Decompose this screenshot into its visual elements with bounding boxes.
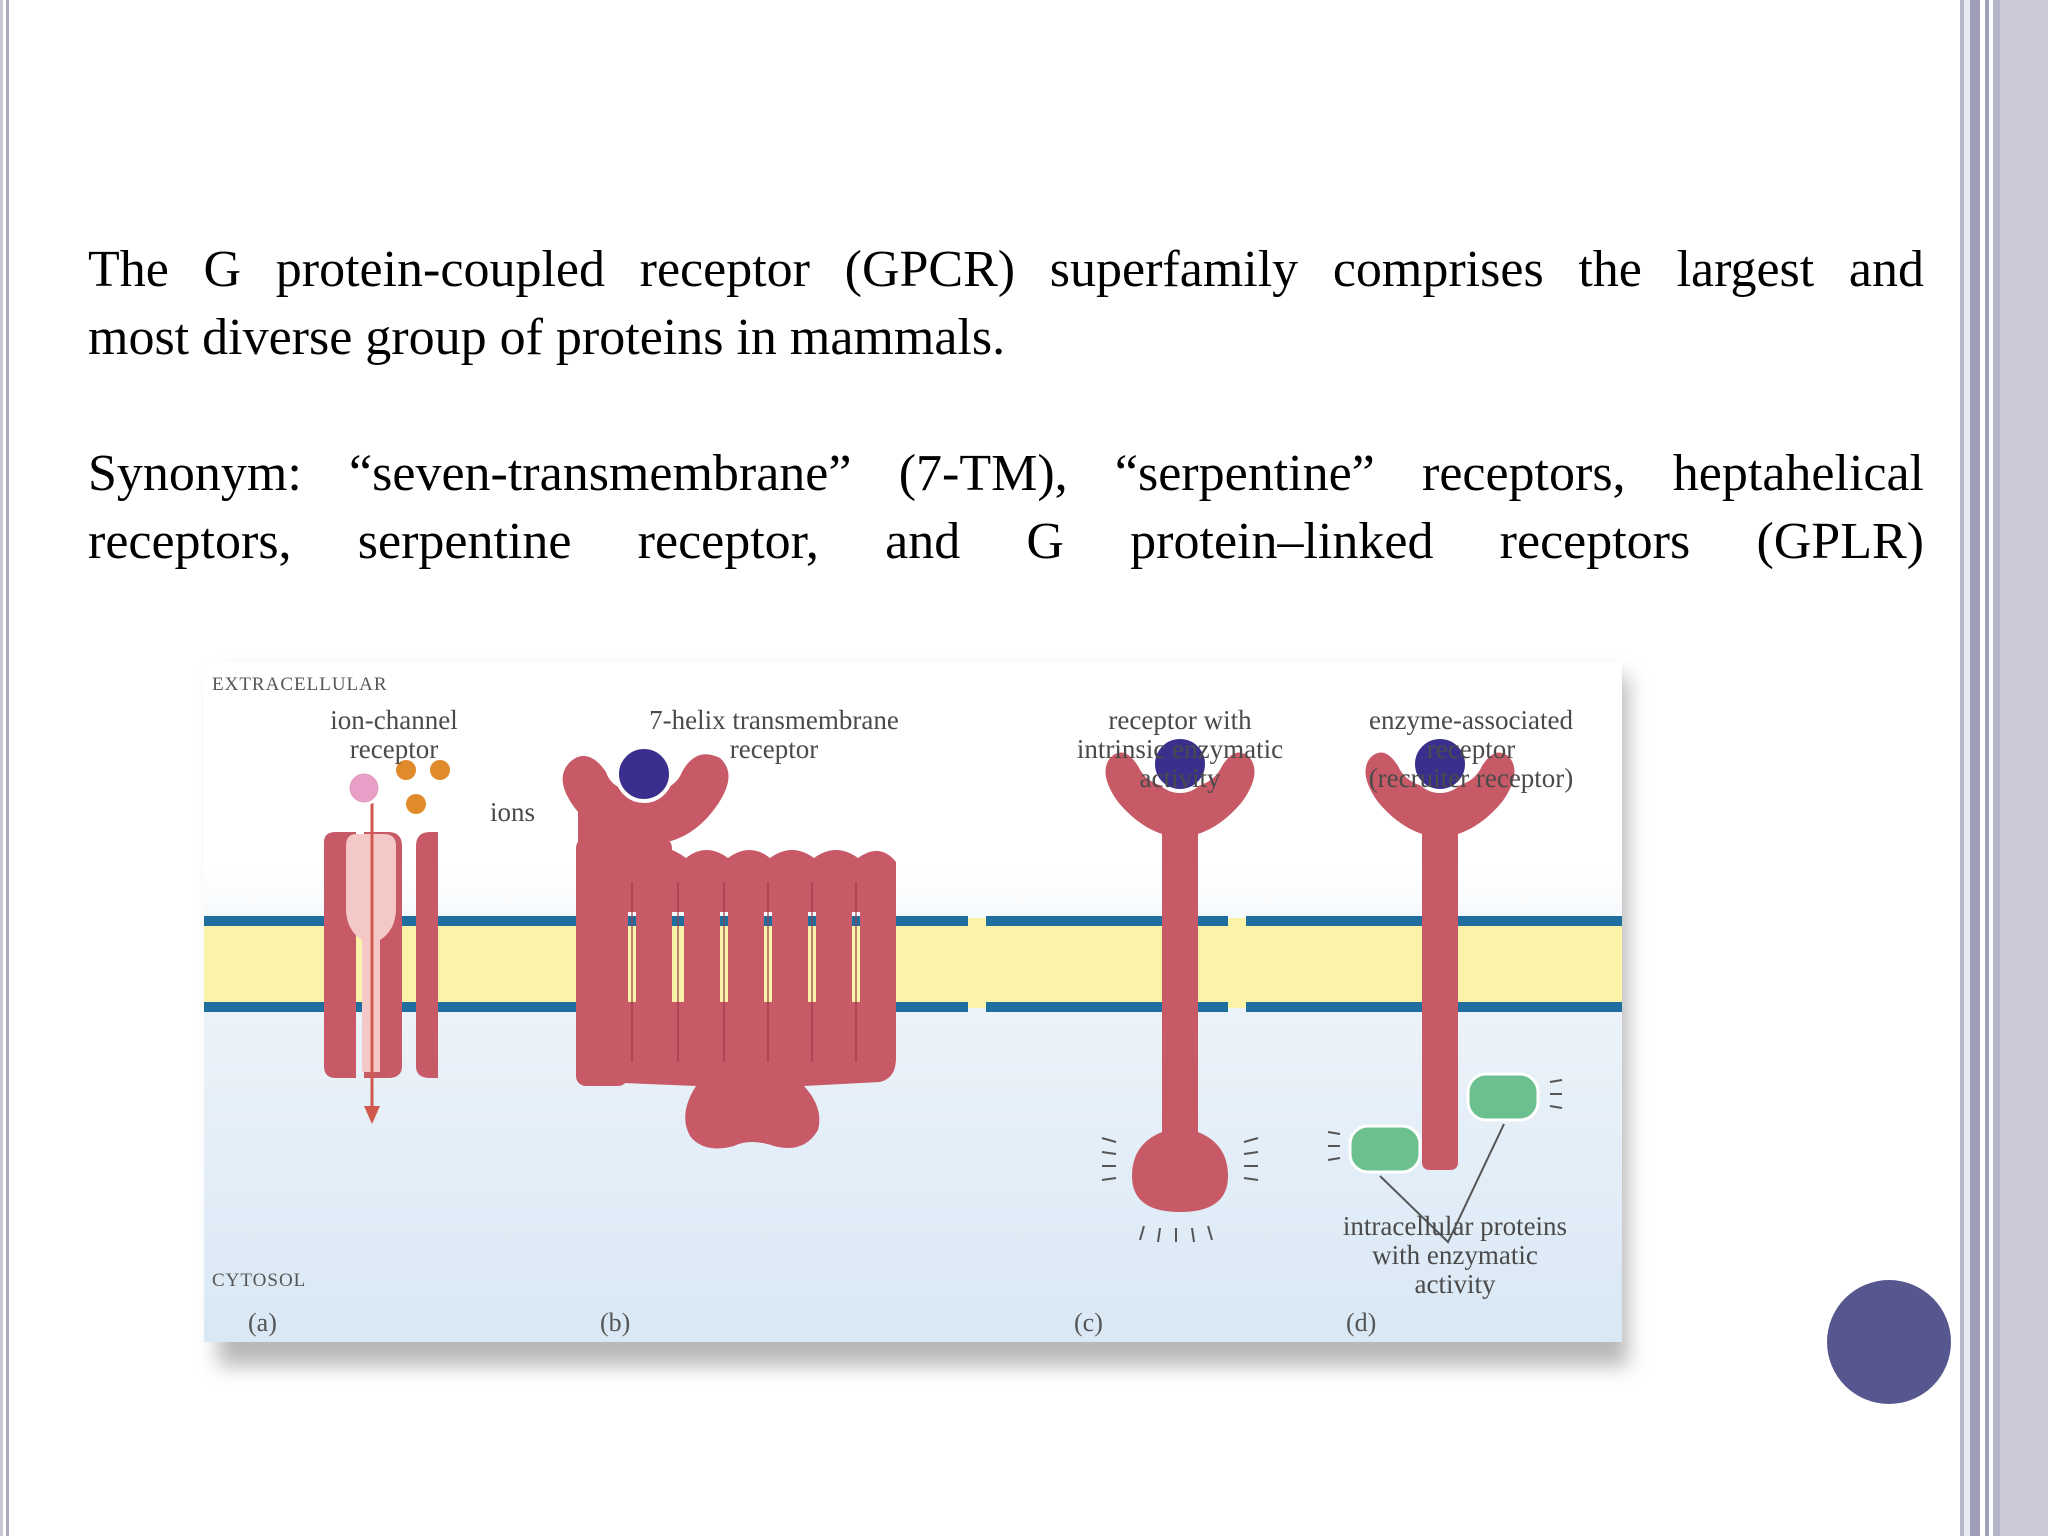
intracellular-proteins-label: intracellular proteins with enzymatic ac… xyxy=(1342,1211,1568,1299)
panel-b-letter: (b) xyxy=(600,1308,631,1337)
synonym-paragraph: Synonym: “seven-transmembrane” (7-TM), “… xyxy=(88,440,1924,576)
ion-channel-receptor xyxy=(324,760,450,1124)
ions-label: ions xyxy=(490,797,536,827)
membrane-inner-edge-c xyxy=(986,1002,1228,1012)
panel-c-title: receptor with intrinsic enzymatic activi… xyxy=(1076,705,1284,793)
intro-line-2: most diverse group of proteins in mammal… xyxy=(88,309,1006,366)
panel-b-title: 7-helix transmembrane receptor xyxy=(649,705,899,764)
membrane-outer-edge-c xyxy=(986,916,1228,926)
intro-line-1: The G protein-coupled receptor (GPCR) su… xyxy=(88,241,1924,298)
panel-a-title: ion-channel receptor xyxy=(330,705,458,764)
enzyme-protein xyxy=(1466,1072,1540,1122)
ion xyxy=(406,794,426,814)
panel-d-title: enzyme-associated receptor (recruiter re… xyxy=(1368,705,1574,793)
enzyme-protein xyxy=(1348,1124,1422,1174)
seven-helix-receptor xyxy=(562,745,896,1149)
left-border-decoration xyxy=(0,0,10,1536)
ligand xyxy=(1411,735,1469,793)
enzyme-associated-receptor xyxy=(1327,735,1563,1244)
ion xyxy=(430,760,450,780)
synonym-line-1: Synonym: “seven-transmembrane” (7-TM), “… xyxy=(88,445,1924,502)
ligand xyxy=(615,745,673,803)
intro-paragraph: The G protein-coupled receptor (GPCR) su… xyxy=(88,236,1924,372)
panel-c-letter: (c) xyxy=(1074,1308,1103,1337)
ion-bound-ligand xyxy=(346,770,382,806)
ion xyxy=(396,760,416,780)
ligand xyxy=(1151,735,1209,793)
extracellular-label: EXTRACELLULAR xyxy=(212,674,388,695)
decorative-circle xyxy=(1827,1280,1951,1404)
synonym-line-2: receptors, serpentine receptor, and G pr… xyxy=(88,513,1924,570)
receptor-diagram-svg xyxy=(204,735,1622,1244)
panel-a-letter: (a) xyxy=(248,1308,277,1337)
enzymatic-receptor xyxy=(1101,735,1259,1243)
receptor-diagram: EXTRACELLULAR CYTOSOL ions ion-channel r… xyxy=(204,662,1622,1342)
membrane-lipid-core xyxy=(204,918,1622,1008)
panel-d-letter: (d) xyxy=(1346,1308,1377,1337)
cytosol-label: CYTOSOL xyxy=(212,1270,307,1291)
right-border-decoration xyxy=(1958,0,2048,1536)
